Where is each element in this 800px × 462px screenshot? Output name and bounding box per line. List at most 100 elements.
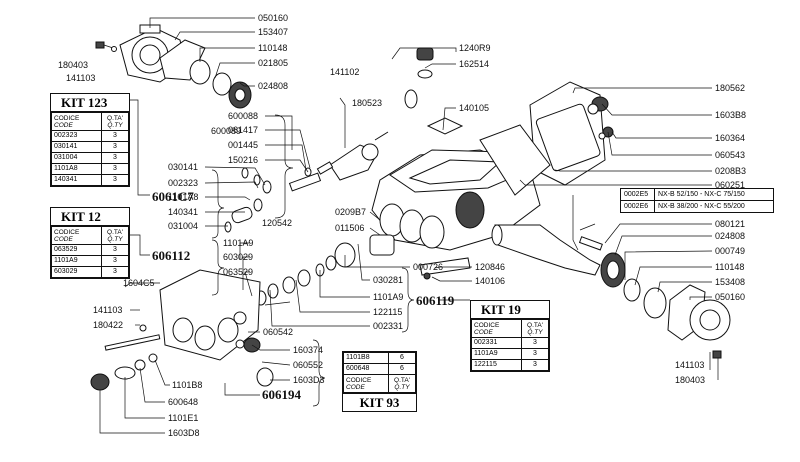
callout: 1604C5 [123,278,155,288]
group-code: 6061C7 [152,189,194,204]
callout: 600088 [228,111,258,121]
callout: 050160 [258,13,288,23]
callout: 031004 [168,221,198,231]
callout: 600089 [211,126,241,136]
callout: 141103 [66,73,95,83]
callout: 024808 [258,81,288,91]
kit-title: KIT 19 [471,301,549,319]
callout: 002323 [168,178,198,188]
o-ring-left [189,59,211,85]
callout: 153407 [258,27,288,37]
callout: 141103 [93,305,122,315]
callout: 024808 [715,231,745,241]
bearing-cover-left [119,24,186,83]
callout: 021805 [258,58,288,68]
callout: 0208B3 [715,166,746,176]
bearing-right [600,252,667,319]
kit-title: KIT 123 [51,94,129,112]
callout: 603029 [223,252,253,262]
pump-head [104,269,261,361]
callout: 061417 [228,125,258,135]
callout: 030281 [373,275,403,285]
callout: 110148 [715,262,744,272]
callout: 060543 [715,150,745,160]
callout: 180403 [58,60,88,70]
valve-parts [90,337,274,391]
callout: 000749 [715,246,745,256]
callout: 1240R9 [459,43,491,53]
callout: 060552 [293,360,323,370]
group-code: 606112 [152,248,190,263]
plunger-seals [224,167,272,233]
callout: 1603D3 [293,375,325,385]
callout: 060251 [715,180,745,190]
oil-drain [419,257,471,280]
screw-left-top [95,41,117,52]
group-code: 606119 [416,293,455,308]
bearing-left [212,72,252,109]
callout: 1101E1 [168,413,198,423]
callout: 162514 [459,59,489,69]
callout: 063529 [223,267,253,277]
callout: 153408 [715,277,745,287]
callout: 141103 [675,360,704,370]
callout: 1101B8 [172,380,202,390]
callout: 011506 [335,223,364,233]
callout: 140341 [168,207,198,217]
callout: 141102 [330,67,359,77]
callout: 080121 [715,219,745,229]
callout: 1101A9 [223,238,253,248]
callout: 000726 [413,262,443,272]
callout: 160364 [715,133,745,143]
group-braces [130,99,470,407]
callout: 180523 [352,98,382,108]
callout: 180403 [675,375,705,385]
oil-plug-top [404,47,434,109]
callout: 050160 [715,292,745,302]
sight-plate [426,117,464,135]
callout: 001445 [228,140,258,150]
callout: 600648 [168,397,198,407]
callout: 122115 [373,307,402,317]
callout: 0209B7 [335,207,366,217]
plunger-guide [288,167,322,192]
callout: 120846 [475,262,505,272]
callout-labels: 050160 153407 110148 021805 024808 18040… [58,13,746,438]
callout: 1603B8 [715,110,746,120]
leader-lines [99,17,719,434]
kit-title: KIT 93 [343,393,416,411]
rear-cover [529,81,606,186]
callout: 030141 [168,162,198,172]
rear-gasket [479,124,551,196]
callout: 180422 [93,320,123,330]
callout: 1101A9 [373,292,403,302]
callout: 1101A8 [168,192,198,202]
callout: 140106 [475,276,505,286]
callout: 060542 [263,327,293,337]
callout: 150216 [228,155,258,165]
callout: 002331 [373,321,403,331]
callout: 110148 [258,43,287,53]
callout: 1603D8 [168,428,200,438]
group-codes: 6061C7 606112 606119 606194 [152,189,455,402]
group-code: 606194 [262,387,302,402]
